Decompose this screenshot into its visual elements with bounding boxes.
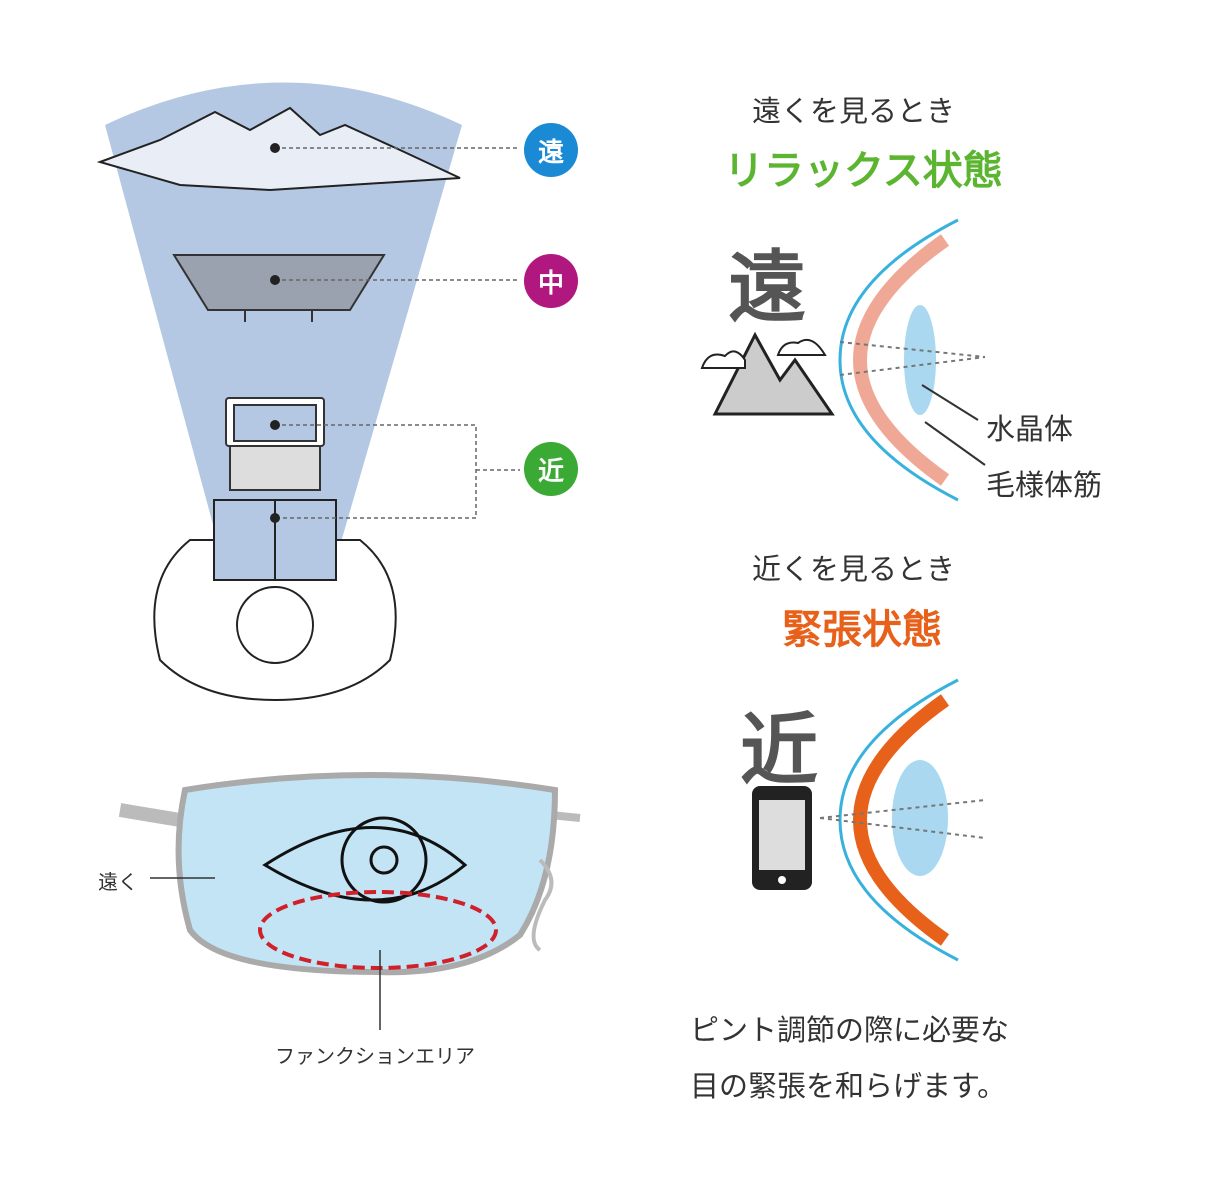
far-big-char: 遠 — [728, 243, 807, 333]
laptop-illustration — [225, 397, 325, 491]
cloud-icon — [776, 339, 827, 356]
relaxed-eye-diagram — [700, 218, 986, 502]
function-area-ellipse — [258, 890, 498, 970]
badge-near: 近 — [524, 442, 578, 496]
near-big-char: 近 — [740, 706, 819, 796]
mountain-illustration — [96, 106, 461, 192]
far-heading: 遠くを見るとき — [752, 94, 956, 128]
ciliary-muscle-label: 毛様体筋 — [986, 468, 1103, 502]
glasses-illustration — [118, 772, 581, 1030]
lens-label: 水晶体 — [986, 412, 1074, 446]
badge-middle: 中 — [524, 254, 578, 308]
field-of-view-fan — [105, 82, 462, 580]
tense-eye-diagram — [752, 678, 986, 962]
badge-far: 遠 — [524, 123, 578, 177]
cloud-icon — [700, 350, 746, 369]
far-label: 遠く — [98, 870, 138, 894]
near-heading: 近くを見るとき — [752, 552, 956, 586]
relax-state: リラックス状態 — [724, 148, 1003, 194]
function-area-label: ファンクションエリア — [275, 1044, 475, 1068]
caption-line-1: ピント調節の際に必要な — [690, 1013, 1010, 1047]
leader-lines — [275, 147, 520, 519]
caption-line-2: 目の緊張を和らげます。 — [690, 1069, 1007, 1103]
mountain-icon — [712, 331, 835, 416]
person-reading-illustration — [153, 499, 397, 702]
tense-state: 緊張状態 — [782, 607, 942, 653]
